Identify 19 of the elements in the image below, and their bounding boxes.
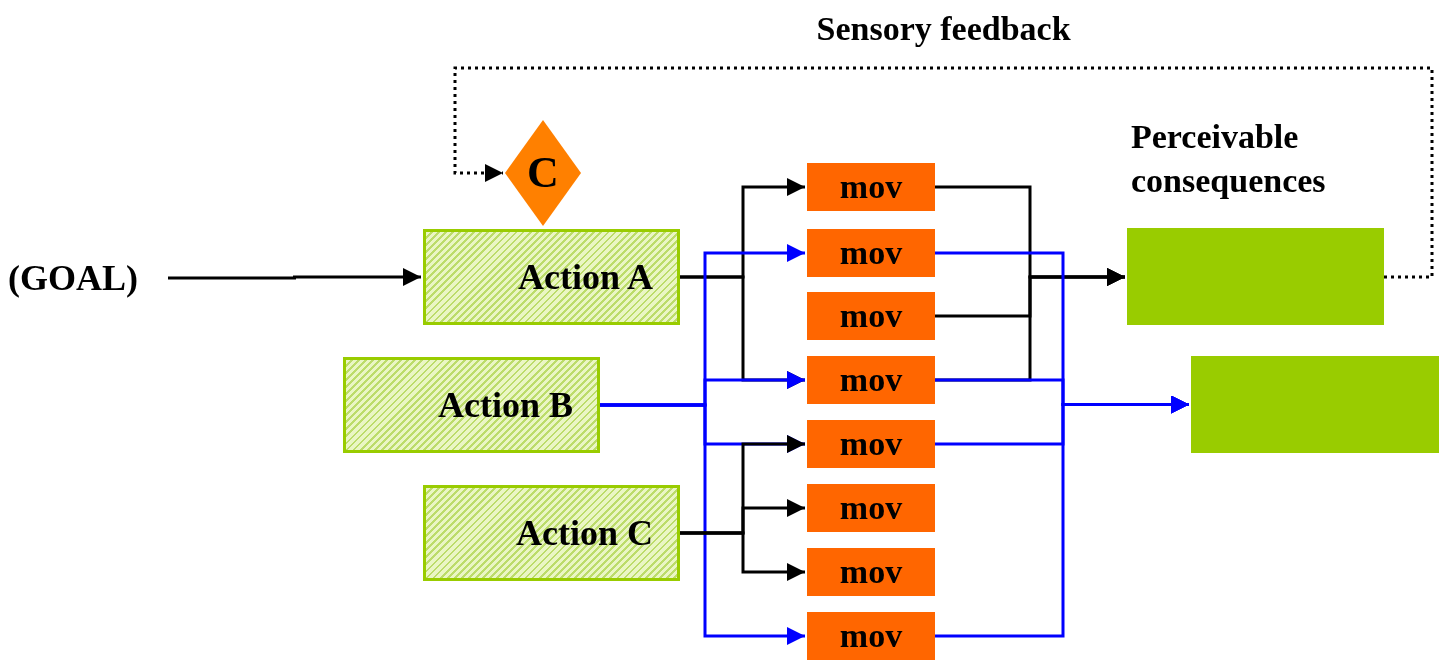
dotted-arrow (453, 66, 1434, 279)
action-box: Action C (423, 485, 680, 581)
action-box: Action B (343, 357, 600, 453)
movement-box: mov (807, 612, 935, 660)
movement-box: mov (807, 420, 935, 468)
heading-text: Perceivable consequences (1131, 117, 1327, 201)
arrow (680, 531, 805, 581)
movement-box: mov (807, 229, 935, 277)
movement-box: mov (807, 163, 935, 211)
arrow (935, 395, 1189, 638)
goal-text: (GOAL) (8, 258, 168, 298)
diamond-label: C (527, 151, 559, 195)
arrow (600, 403, 805, 645)
arrow (168, 268, 421, 286)
movement-box: mov (807, 356, 935, 404)
movement-box: mov (807, 548, 935, 596)
action-box: Action A (423, 229, 680, 325)
movement-box: mov (807, 292, 935, 340)
movement-box: mov (807, 484, 935, 532)
